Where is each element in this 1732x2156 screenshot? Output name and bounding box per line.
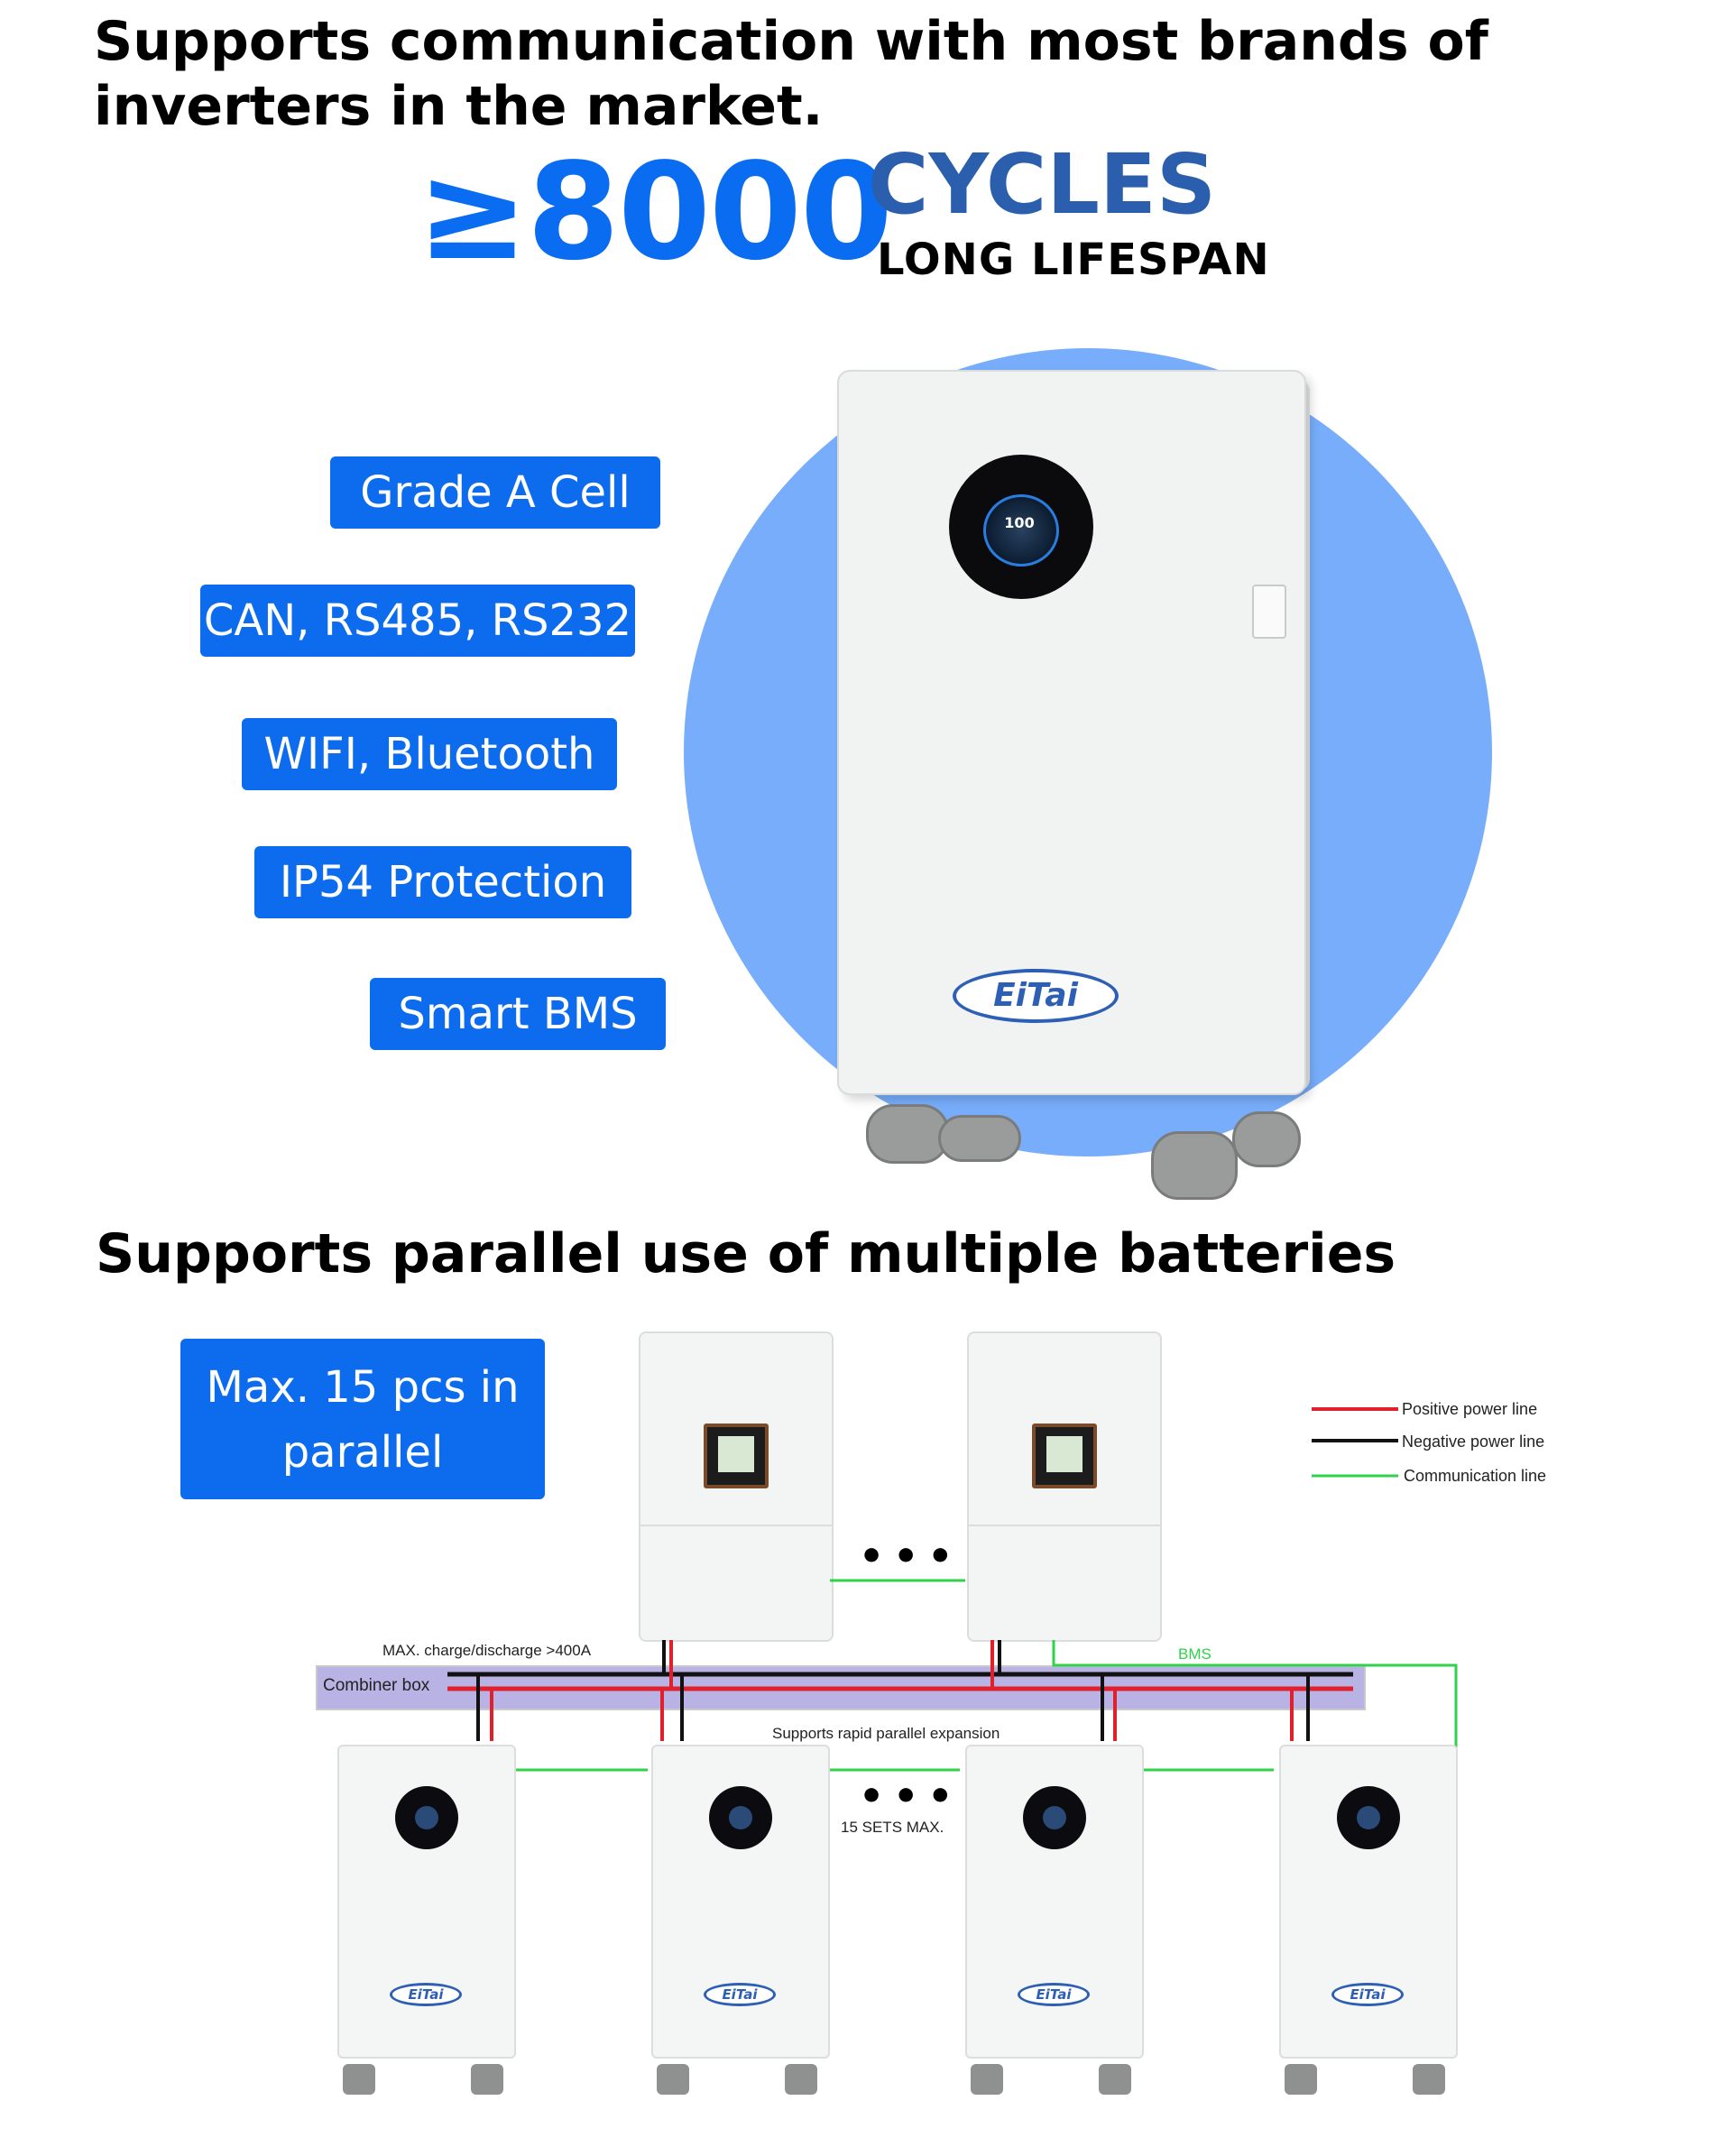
inverter-screen <box>704 1424 769 1488</box>
battery-display-gauge <box>983 494 1059 567</box>
cycles-number: ≥8000 <box>417 134 893 290</box>
battery-display-value: 100 <box>1004 514 1035 531</box>
battery-foot <box>971 2064 1003 2095</box>
feature-badge-grade-a: Grade A Cell <box>330 456 660 529</box>
sets-max-label: 15 SETS MAX. <box>841 1819 944 1836</box>
eitai-logo: EiTai <box>953 969 1119 1023</box>
battery-foot <box>866 1104 949 1164</box>
battery-foot <box>785 2064 817 2095</box>
battery-foot <box>1285 2064 1317 2095</box>
eitai-logo: EiTai <box>704 1983 776 2006</box>
battery-foot <box>938 1115 1021 1162</box>
battery-foot <box>1099 2064 1131 2095</box>
battery-foot <box>343 2064 375 2095</box>
bms-label: BMS <box>1178 1645 1211 1663</box>
rapid-expansion-label: Supports rapid parallel expansion <box>772 1725 1000 1742</box>
max-charge-label: MAX. charge/discharge >400A <box>382 1642 592 1659</box>
max-parallel-text: Max. 15 pcs in parallel <box>206 1362 520 1478</box>
battery-handle <box>1252 585 1286 639</box>
combiner-label: Combiner box <box>323 1676 430 1695</box>
feature-badge-bms: Smart BMS <box>370 978 666 1050</box>
feature-badge-ip54: IP54 Protection <box>254 846 631 918</box>
battery-display <box>395 1786 458 1849</box>
battery-ellipsis: ••• <box>859 1774 963 1820</box>
legend-positive: Positive power line <box>1402 1400 1538 1418</box>
battery-foot <box>657 2064 689 2095</box>
eitai-logo: EiTai <box>1331 1983 1404 2006</box>
inverter-ellipsis: ••• <box>859 1534 963 1580</box>
lifespan-subtitle: LONG LIFESPAN <box>877 235 1270 285</box>
battery-foot <box>1151 1131 1238 1200</box>
inverter-screen <box>1032 1424 1097 1488</box>
parallel-battery-3: EiTai <box>965 1745 1144 2059</box>
feature-badge-protocols: CAN, RS485, RS232 <box>200 585 635 657</box>
battery-display <box>709 1786 772 1849</box>
battery-foot <box>1232 1111 1301 1167</box>
battery-foot <box>471 2064 503 2095</box>
battery-display <box>1023 1786 1086 1849</box>
parallel-battery-1: EiTai <box>337 1745 516 2059</box>
legend-communication: Communication line <box>1404 1467 1547 1485</box>
inverter-2 <box>967 1331 1162 1642</box>
legend-negative: Negative power line <box>1402 1433 1545 1451</box>
eitai-logo: EiTai <box>390 1983 462 2006</box>
parallel-battery-2: EiTai <box>651 1745 830 2059</box>
battery-display <box>1337 1786 1400 1849</box>
parallel-heading: Supports parallel use of multiple batter… <box>96 1222 1396 1285</box>
feature-badge-wireless: WIFI, Bluetooth <box>242 718 617 790</box>
inverter-divider <box>640 1525 832 1526</box>
inverter-divider <box>969 1525 1160 1526</box>
headline: Supports communication with most brands … <box>94 10 1488 138</box>
cycles-unit: CYCLES <box>868 136 1217 233</box>
legend-lines <box>1312 1407 1398 1478</box>
inverter-1 <box>639 1331 834 1642</box>
max-parallel-box: Max. 15 pcs in parallel <box>180 1339 545 1499</box>
parallel-battery-4: EiTai <box>1279 1745 1458 2059</box>
battery-foot <box>1413 2064 1445 2095</box>
eitai-logo: EiTai <box>1018 1983 1090 2006</box>
